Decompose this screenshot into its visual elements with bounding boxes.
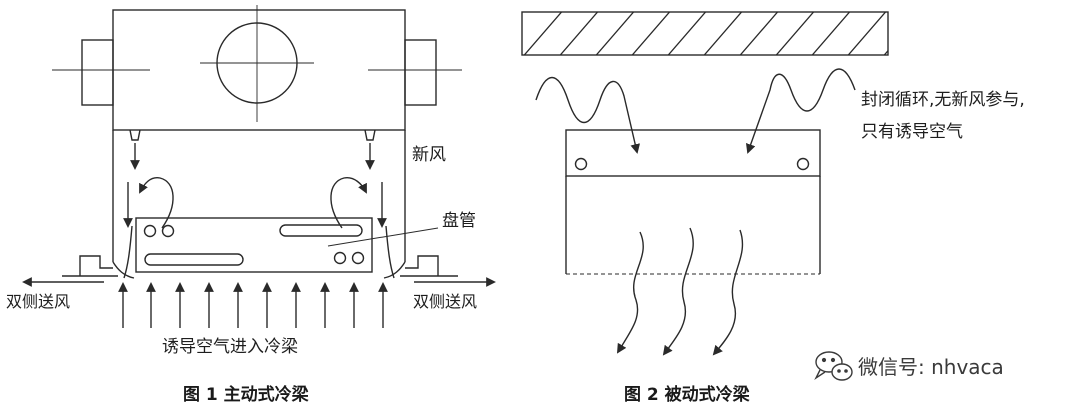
coil-tube [351, 251, 365, 265]
right-nozzle [364, 129, 376, 141]
label-coil: 盘管 [442, 211, 476, 231]
left-spigot [81, 39, 114, 106]
coil-tube [161, 224, 175, 238]
passive-beam-coil [565, 129, 821, 177]
coil-tube [143, 224, 157, 238]
active-beam-figure [22, 5, 496, 328]
left-flange [79, 255, 113, 276]
label-fresh-air: 新风 [412, 145, 446, 165]
beam-plenum-box [112, 9, 406, 131]
coil-fin-slot [279, 224, 363, 237]
coil-fin-slot [144, 253, 244, 266]
label-supply-left: 双侧送风 [6, 292, 70, 311]
recirc-arrow-left [139, 177, 174, 229]
right-slot-inner [385, 225, 395, 279]
left-slot-inner [123, 225, 133, 279]
induced-air-arrows [118, 282, 388, 328]
slab-hatching [523, 12, 888, 55]
cool-air-arrow-3 [712, 229, 744, 356]
cool-air-arrow-1 [616, 231, 644, 354]
wavy-air-arrow-right [746, 68, 856, 154]
right-spigot [404, 39, 437, 106]
left-nozzle [129, 129, 141, 141]
coil [135, 217, 373, 273]
right-flange [405, 255, 439, 276]
coil-tube [574, 157, 588, 171]
watermark-text: 微信号: nhvaca [858, 355, 1004, 379]
coil-tube [333, 251, 347, 265]
coil-leader-line [327, 227, 439, 247]
left-slot-outer [112, 261, 135, 279]
recirc-arrow-right [330, 177, 367, 229]
label-induced-air: 诱导空气进入冷梁 [162, 337, 298, 357]
passive-note-line1: 封闭循环,无新风参与, [861, 90, 1025, 110]
coil-tube [796, 157, 810, 171]
figure1-caption: 图 1 主动式冷梁 [183, 384, 310, 405]
passive-beam-figure [521, 11, 889, 356]
wavy-air-arrow-left [535, 77, 641, 154]
wechat-icon [814, 351, 853, 381]
right-slot-outer [383, 261, 406, 279]
label-supply-right: 双侧送风 [413, 292, 477, 311]
cool-air-arrow-2 [662, 227, 694, 356]
ceiling-slab [521, 11, 889, 56]
passive-note-line2: 只有诱导空气 [861, 122, 963, 142]
figure2-caption: 图 2 被动式冷梁 [624, 384, 751, 405]
